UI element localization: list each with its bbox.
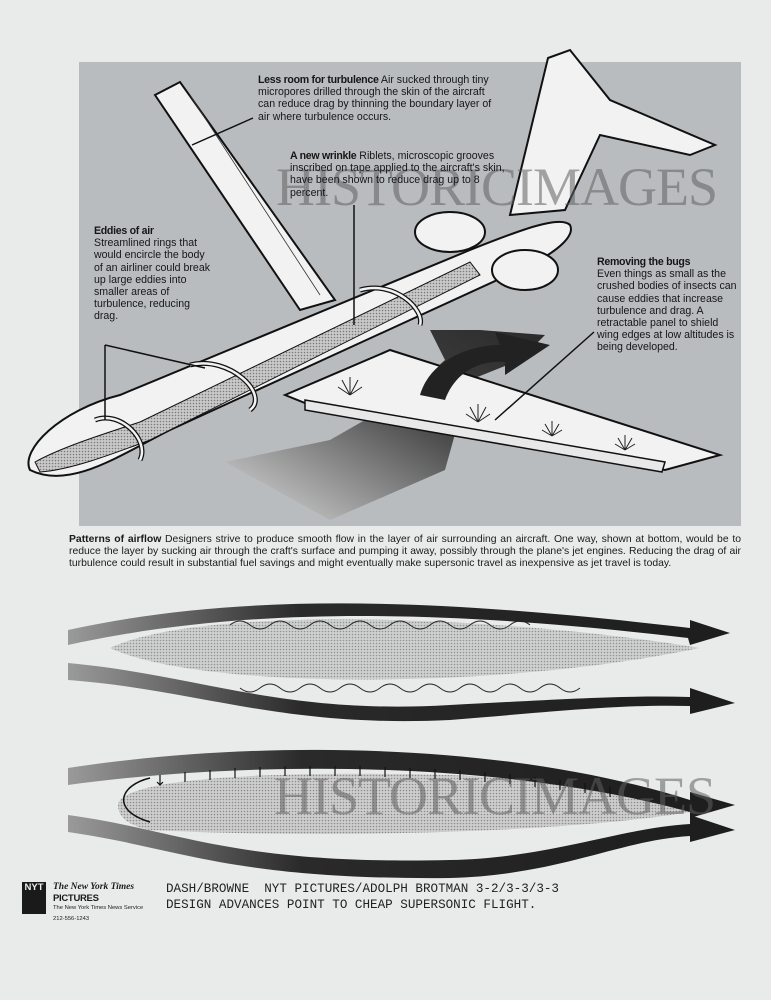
airflow-stream-bottom (68, 815, 735, 879)
caption-new-wrinkle: A new wrinkle Riblets, microscopic groov… (290, 150, 510, 199)
nyt-pictures-logo: NYT The New York Times PICTURES The New … (22, 882, 162, 932)
airflow-stream-top (68, 603, 730, 645)
streamlined-ring (94, 416, 144, 461)
airflow-stream-top (68, 749, 735, 818)
photo-credit: DASH/BROWNE NYT PICTURES/ADOLPH BROTMAN … (166, 881, 559, 913)
credit-line-2: DESIGN ADVANCES POINT TO CHEAP SUPERSONI… (166, 898, 537, 912)
airflow-diagram-turbulent (68, 603, 735, 722)
logo-pictures: PICTURES (53, 893, 99, 904)
caption-text: Even things as small as the crushed bodi… (597, 268, 737, 354)
watermark: HISTORICIMAGES (276, 157, 718, 217)
rear-wing (153, 80, 337, 312)
logo-service: The New York Times News Service (53, 905, 144, 911)
engine (414, 211, 486, 253)
turbulence-swirls (229, 620, 581, 693)
suction-arrows (156, 766, 611, 797)
caption-less-room: Less room for turbulence Air sucked thro… (258, 74, 498, 123)
logo-phone: 212-556-1243 (53, 916, 90, 922)
airflow-stream-bottom (68, 663, 735, 722)
caption-title: Less room for turbulence (258, 74, 379, 86)
boundary-suction (123, 777, 151, 823)
logo-title: The New York Times (53, 882, 135, 892)
caption-patterns: Patterns of airflow Designers strive to … (69, 534, 741, 570)
airflow-diagram-suction (68, 749, 735, 879)
caption-title: A new wrinkle (290, 150, 357, 162)
tail-fin (508, 48, 718, 217)
caption-text: Designers strive to produce smooth flow … (69, 534, 741, 569)
nyt-mark: NYT (22, 882, 46, 914)
caption-text: Air sucked through tiny micropores drill… (258, 74, 492, 123)
airflow-arrow (420, 332, 550, 400)
leader-lines (104, 117, 595, 421)
window-stripe (34, 261, 481, 473)
engine (491, 249, 559, 291)
caption-text: Riblets, microscopic grooves inscribed o… (290, 150, 505, 199)
bug-splats (337, 377, 636, 451)
credit-line-1: DASH/BROWNE NYT PICTURES/ADOLPH BROTMAN … (166, 882, 559, 896)
caption-text: Streamlined rings that would encircle th… (94, 237, 211, 323)
watermark: HISTORICIMAGES (274, 766, 716, 826)
retractable-panel (304, 399, 666, 473)
caption-title: Patterns of airflow (69, 534, 162, 545)
caption-title: Eddies of air (94, 225, 154, 237)
caption-title: Removing the bugs (597, 256, 691, 268)
